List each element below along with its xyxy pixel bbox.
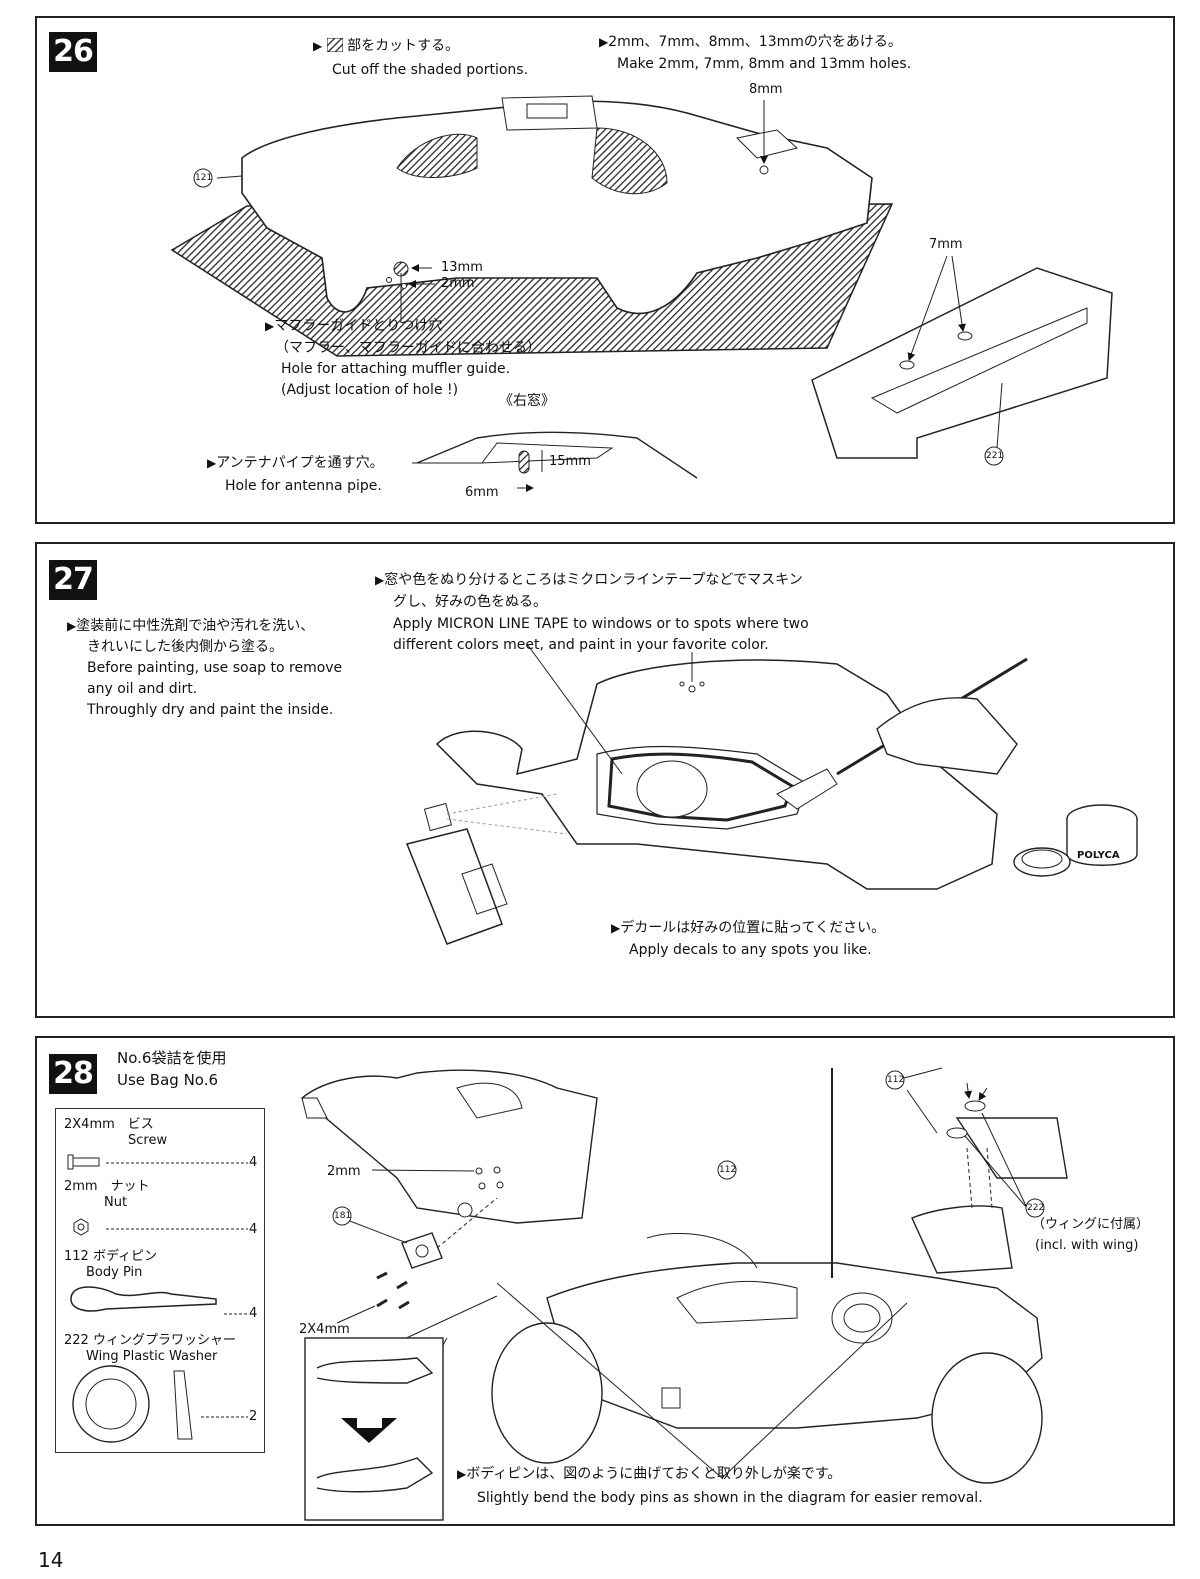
- antenna-hole-jp: ▶アンテナパイプを通す穴。: [207, 455, 384, 471]
- cut-instruction-en: Cut off the shaded portions.: [332, 62, 529, 78]
- hole-13mm-label: 13mm: [441, 260, 483, 275]
- hole-2mm-label: 2mm: [327, 1164, 361, 1179]
- tape-instruction-en-2: different colors meet, and paint in your…: [393, 637, 769, 653]
- part-nut-en: Nut: [104, 1195, 128, 1210]
- hole-8mm-label: 8mm: [749, 82, 783, 97]
- step-number: 28: [49, 1054, 97, 1094]
- muffler-hole-en-2: (Adjust location of hole !): [281, 382, 459, 398]
- part-nut-jp: 2mm ナット: [64, 1179, 150, 1194]
- part-181-label: 181: [334, 1211, 352, 1221]
- step-26-panel: 26: [35, 16, 1175, 524]
- part-screw-qty: 4: [249, 1155, 258, 1170]
- muffler-hole-jp-1: ▶マフラーガイドとりつけ穴: [265, 318, 443, 334]
- part-screw-jp: 2X4mm ビス: [64, 1117, 154, 1132]
- paint-label: POLYCA: [1077, 850, 1120, 861]
- part-washer-en: Wing Plastic Washer: [86, 1349, 218, 1364]
- wash-instruction-jp-1: ▶塗装前に中性洗剤で油や汚れを洗い、: [67, 618, 315, 634]
- hole-7mm-label: 7mm: [929, 237, 963, 252]
- holes-instruction-jp: ▶2mm、7mm、8mm、13mmの穴をあける。: [599, 34, 902, 50]
- parts-list: 2X4mm ビス Screw 4 2mm ナット Nut 4 112 ボディピン…: [55, 1108, 265, 1453]
- holes-instruction-en: Make 2mm, 7mm, 8mm and 13mm holes.: [617, 56, 912, 72]
- wash-instruction-en-1: Before painting, use soap to remove: [87, 660, 343, 676]
- pin-instruction-en: Slightly bend the body pins as shown in …: [477, 1490, 983, 1506]
- cut-instruction-jp: ▶ 部をカットする。: [313, 37, 460, 54]
- body-cutting-illustration: [170, 95, 1113, 492]
- part-121-label: 121: [195, 173, 213, 183]
- part-112-label: 112: [719, 1165, 737, 1175]
- tape-instruction-jp-1: ▶窓や色をぬり分けるところはミクロンラインテープなどでマスキン: [375, 572, 803, 588]
- tape-instruction-jp-2: グし、好みの色をぬる。: [393, 594, 547, 610]
- step-number: 27: [49, 560, 97, 600]
- step-number: 26: [49, 32, 97, 72]
- shaded-swatch-icon: [326, 37, 344, 53]
- antenna-hole-en: Hole for antenna pipe.: [225, 478, 382, 494]
- parts-drawings: [67, 1154, 248, 1443]
- page-number: 14: [38, 1548, 64, 1572]
- part-screw-en: Screw: [128, 1133, 168, 1148]
- antenna-6mm-label: 6mm: [465, 485, 499, 500]
- right-window-label: 《右窓》: [499, 393, 555, 409]
- screw-2x4mm-label: 2X4mm: [299, 1322, 350, 1337]
- part-112-top-label: 112: [887, 1075, 905, 1085]
- hole-2mm-label: 2mm: [441, 276, 475, 291]
- wash-instruction-en-2: any oil and dirt.: [87, 681, 198, 697]
- body-mounting-illustration: [300, 1067, 1068, 1521]
- part-221-label: 221: [986, 451, 1004, 461]
- part-body-pin-qty: 4: [249, 1306, 258, 1321]
- part-body-pin-jp: 112 ボディピン: [64, 1249, 158, 1264]
- wing-incl-jp: （ウィングに付属）: [1032, 1217, 1150, 1232]
- step-27-panel: 27 POLYCA ▶塗装前に中性洗剤で油や汚れを洗い、 きれいにした後内側から…: [35, 542, 1175, 1018]
- bag-label-en: Use Bag No.6: [117, 1071, 219, 1089]
- decal-instruction-jp: ▶デカールは好みの位置に貼ってください。: [611, 920, 886, 936]
- decal-instruction-en: Apply decals to any spots you like.: [629, 942, 872, 958]
- tape-instruction-en-1: Apply MICRON LINE TAPE to windows or to …: [393, 616, 809, 632]
- part-body-pin-en: Body Pin: [86, 1265, 143, 1280]
- part-washer-qty: 2: [249, 1409, 258, 1424]
- bag-label-jp: No.6袋詰を使用: [117, 1049, 227, 1067]
- pin-instruction-jp: ▶ボディピンは、図のように曲げておくと取り外しが楽です。: [457, 1466, 842, 1482]
- muffler-hole-en-1: Hole for attaching muffler guide.: [281, 361, 511, 377]
- wash-instruction-jp-2: きれいにした後内側から塗る。: [87, 639, 283, 655]
- part-nut-qty: 4: [249, 1222, 258, 1237]
- wash-instruction-en-3: Throughly dry and paint the inside.: [87, 702, 334, 718]
- painting-illustration: [405, 643, 1138, 945]
- wing-incl-en: (incl. with wing): [1035, 1238, 1139, 1253]
- part-222-label: 222: [1027, 1203, 1045, 1213]
- muffler-hole-jp-2: （マフラー、マフラーガイドに合わせる）: [275, 340, 541, 356]
- step-28-panel: 28 No.6袋詰を使用 Use Bag No.6: [35, 1036, 1175, 1526]
- part-washer-jp: 222 ウィングプラワッシャー: [64, 1333, 236, 1348]
- antenna-15mm-label: 15mm: [549, 454, 591, 469]
